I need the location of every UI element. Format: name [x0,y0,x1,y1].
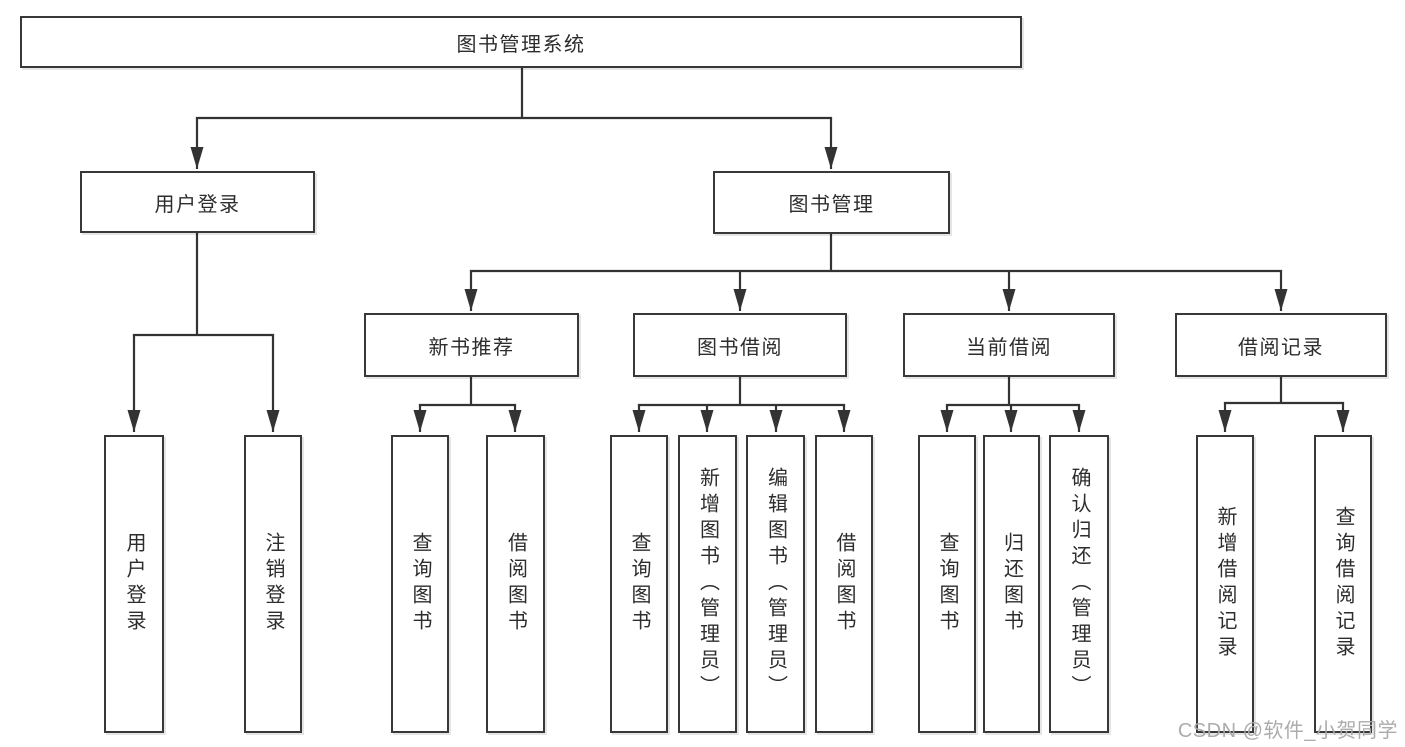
leaf-borrow-books: 借阅图书 [815,435,873,733]
leaf-add-book-admin: 新增图书（管理员） [678,435,737,733]
node-book-borrow: 图书借阅 [633,313,847,377]
leaf-add-borrow-record: 新增借阅记录 [1196,435,1254,733]
leaf-label: 归还图书 [1000,532,1023,636]
leaf-label: 确认归还（管理员） [1068,467,1090,701]
leaf-query-borrow-record: 查询借阅记录 [1314,435,1372,733]
node-borrow-records: 借阅记录 [1175,313,1387,377]
leaf-label: 新增借阅记录 [1214,506,1236,662]
leaf-label: 查询借阅记录 [1332,506,1354,662]
node-current-borrow: 当前借阅 [903,313,1115,377]
node-book-management: 图书管理 [713,171,950,234]
leaf-label: 借阅图书 [833,532,855,636]
leaf-query-books-current: 查询图书 [918,435,976,733]
leaf-label: 新增图书（管理员） [696,467,719,701]
leaf-label: 注销登录 [262,532,284,636]
leaf-label: 用户登录 [123,532,145,636]
node-library-system: 图书管理系统 [20,16,1022,68]
leaf-query-books-recommend: 查询图书 [391,435,449,733]
node-user-login: 用户登录 [80,171,315,233]
leaf-label: 借阅图书 [504,532,527,636]
leaf-user-login: 用户登录 [104,435,164,733]
leaf-logout: 注销登录 [244,435,302,733]
leaf-edit-book-admin: 编辑图书（管理员） [746,435,805,733]
leaf-query-books-borrow: 查询图书 [610,435,668,733]
leaf-borrow-books-recommend: 借阅图书 [486,435,545,733]
leaf-label: 查询图书 [409,532,431,636]
leaf-confirm-return-admin: 确认归还（管理员） [1049,435,1109,733]
leaf-label: 查询图书 [628,532,650,636]
node-new-book-recommend: 新书推荐 [364,313,579,377]
csdn-watermark: CSDN @软件_小贺同学 [1177,720,1398,742]
leaf-label: 编辑图书（管理员） [764,467,787,701]
leaf-label: 查询图书 [936,532,958,636]
leaf-return-book: 归还图书 [983,435,1040,733]
